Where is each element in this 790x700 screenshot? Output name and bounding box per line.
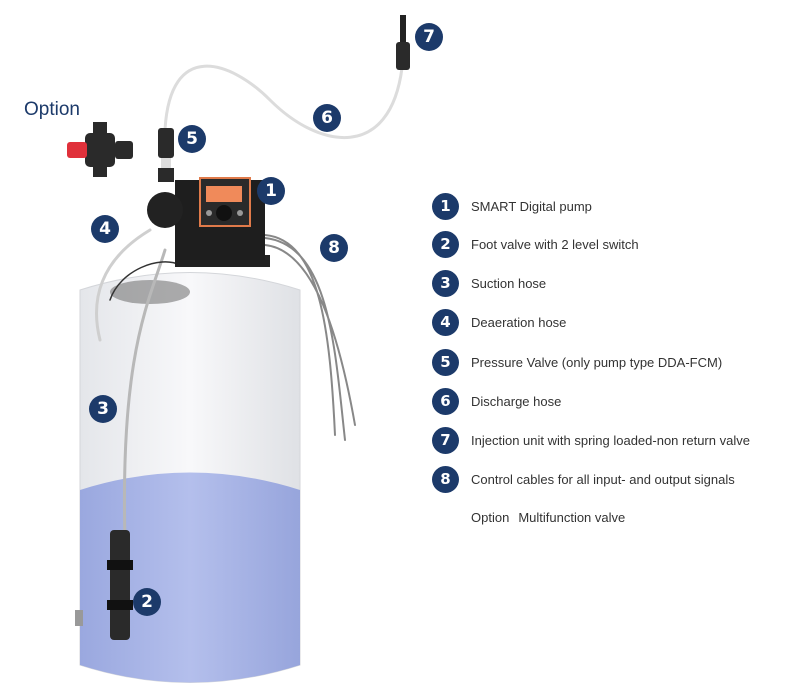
callout-4: 4 (91, 215, 119, 243)
foot-valve (107, 530, 133, 640)
legend-item: 8 Control cables for all input- and outpu… (432, 465, 735, 493)
option-title: Option (24, 99, 80, 120)
callout-8: 8 (320, 234, 348, 262)
legend-item: 2 Foot valve with 2 level switch (432, 230, 639, 258)
legend-text: Deaeration hose (471, 314, 567, 330)
pump (147, 177, 270, 267)
legend-text: Suction hose (471, 275, 547, 291)
legend-item: 4 Deaeration hose (432, 308, 566, 336)
legend-item: 7 Injection unit with spring loaded-non r… (432, 426, 750, 454)
legend-badge: 1 (432, 192, 459, 220)
legend-item: 5 Pressure Valve (only pump type DDA-FCM) (432, 348, 722, 376)
legend-option: Option Multifunction valve (471, 510, 625, 525)
injection-unit (396, 15, 410, 70)
legend-badge: 3 (432, 269, 459, 297)
legend-text: SMART Digital pump (471, 198, 592, 214)
legend-badge: 4 (432, 308, 459, 336)
legend-badge: 6 (432, 387, 459, 415)
legend-text: Pressure Valve (only pump type DDA-FCM) (471, 354, 723, 370)
callout-7: 7 (415, 23, 443, 51)
callout-5: 5 (178, 125, 206, 153)
legend-badge: 8 (432, 465, 459, 493)
callout-3: 3 (89, 395, 117, 423)
legend-text: Discharge hose (471, 393, 562, 409)
legend-item: 3 Suction hose (432, 269, 546, 297)
callout-6: 6 (313, 104, 341, 132)
legend-badge: 5 (432, 348, 459, 376)
legend-option-label: Option (471, 510, 510, 525)
legend-text: Injection unit with spring loaded-non re… (471, 432, 750, 448)
hoses (95, 64, 404, 542)
pump-display (206, 186, 242, 202)
legend-item: 1 SMART Digital pump (432, 192, 592, 220)
pressure-valve (158, 128, 174, 182)
discharge-hose (163, 64, 404, 139)
suction-hose (122, 248, 167, 542)
legend-item: 6 Discharge hose (432, 387, 561, 415)
legend-badge: 2 (432, 230, 459, 258)
multifunction-valve (67, 122, 133, 177)
legend-badge: 7 (432, 426, 459, 454)
tank (75, 272, 301, 683)
callout-2: 2 (133, 588, 161, 616)
deaeration-hose (95, 228, 152, 342)
control-cables (264, 234, 356, 441)
callout-1: 1 (257, 177, 285, 205)
legend-text: Foot valve with 2 level switch (471, 236, 639, 252)
legend-text: Control cables for all input- and output… (471, 471, 735, 487)
tank-liquid (80, 472, 300, 683)
valve-knob (67, 142, 87, 158)
legend-option-text: Multifunction valve (518, 510, 626, 525)
